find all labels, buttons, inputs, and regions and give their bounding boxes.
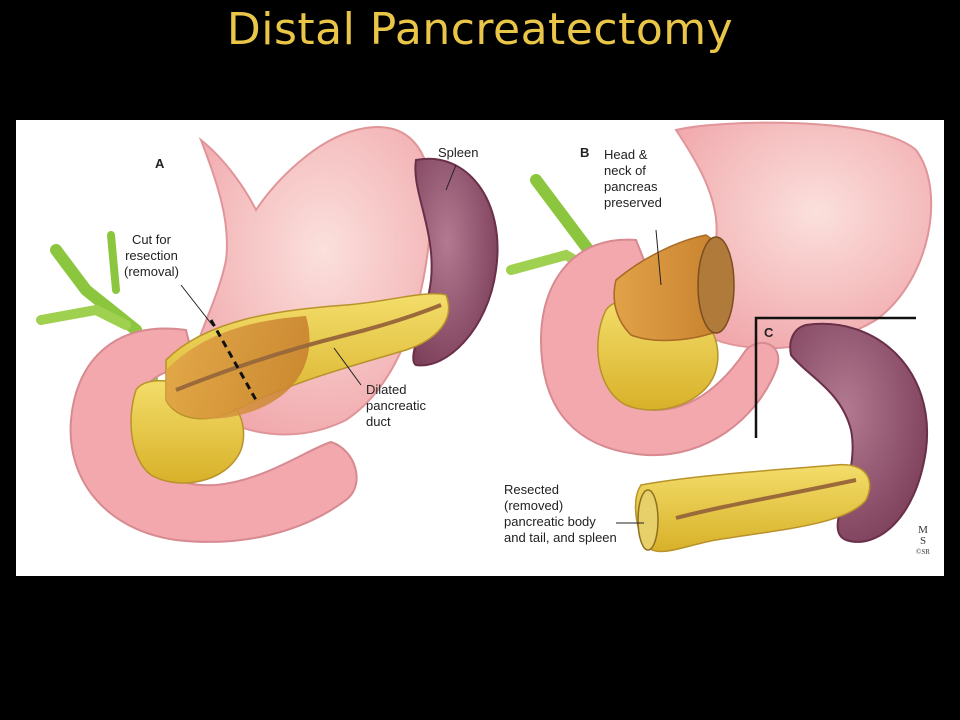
anatomy-illustration — [36, 121, 933, 553]
spleen-c — [789, 322, 929, 543]
pancreatic-duct-a — [175, 303, 442, 392]
cut-surface-c — [637, 489, 659, 551]
artist-signature: M S ©SR — [916, 524, 930, 557]
panel-letter-c: C — [764, 325, 774, 340]
panel-c-illustration — [616, 322, 929, 553]
panel-letter-a: A — [155, 156, 165, 171]
label-cut-for-resection: Cut for resection (removal) — [124, 232, 179, 279]
panel-letter-b: B — [580, 145, 590, 160]
cut-surface-b — [697, 236, 735, 334]
label-dilated-pancreatic-duct: Dilated pancreatic duct — [366, 382, 426, 429]
bile-duct-branch-a — [36, 304, 131, 330]
pancreatic-duct-c — [675, 478, 857, 520]
panel-b-illustration — [506, 121, 933, 457]
slide-title: Distal Pancreatectomy — [226, 4, 734, 55]
cut-line-a — [209, 319, 258, 401]
label-resected-body-tail-spleen: Resected (removed) pancreatic body and t… — [504, 482, 617, 545]
figure-panel: A B C Cut for resection (removal) Spleen… — [16, 120, 944, 576]
label-head-neck-preserved: Head & neck of pancreas preserved — [604, 147, 662, 210]
pancreas-resected-c — [634, 464, 871, 553]
panel-a-illustration — [36, 126, 499, 543]
panel-c-frame — [754, 316, 916, 438]
label-spleen: Spleen — [438, 145, 479, 160]
